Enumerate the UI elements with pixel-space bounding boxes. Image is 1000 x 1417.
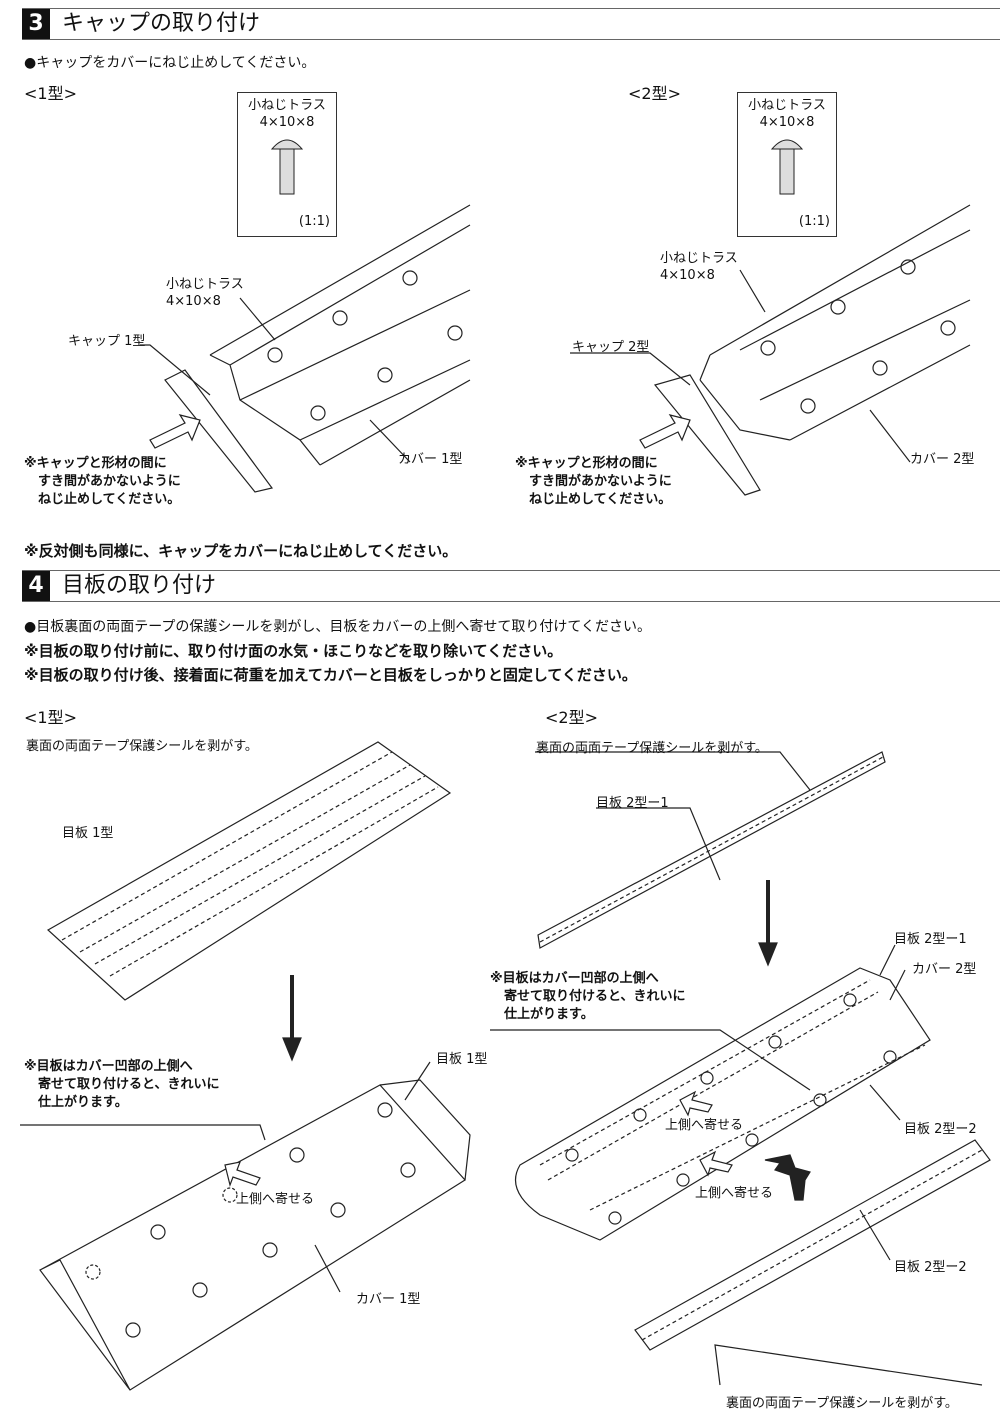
cover-label: カバー 1型	[398, 452, 463, 467]
note-1: ※目板の取り付け前に、取り付け面の水気・ほこりなどを取り除いてください。	[24, 642, 563, 660]
instruction: ●目板裏面の両面テープの保護シールを剥がし、目板をカバーの上側へ寄せて取り付けて…	[24, 619, 651, 635]
plate-label: 目板 2型ー2	[904, 1122, 977, 1137]
type2-heading: <2型>	[628, 84, 681, 103]
screw-icon	[770, 139, 804, 195]
section-number: 3	[22, 9, 50, 39]
plate-label: 目板 1型	[436, 1052, 488, 1067]
shift-label: 上側へ寄せる	[665, 1118, 744, 1133]
type2-heading: <2型>	[545, 708, 598, 727]
section-3-header: 3 キャップの取り付け	[22, 8, 1000, 40]
type1-heading: <1型>	[24, 84, 77, 103]
peel-label: 裏面の両面テープ保護シールを剥がす。	[26, 739, 258, 754]
plate-label: 目板 2型ー1	[894, 932, 967, 947]
peel-label: 裏面の両面テープ保護シールを剥がす。	[726, 1396, 958, 1411]
scale: (1:1)	[798, 214, 830, 229]
note-2: ※目板の取り付け後、接着面に荷重を加えてカバーと目板をしっかりと固定してください…	[24, 666, 637, 684]
upper-side-note: ※目板はカバー凹部の上側へ寄せて取り付けると、きれいに仕上がります。	[490, 971, 686, 1022]
screw-name: 小ねじトラス	[248, 98, 326, 113]
footer-note: ※反対側も同様に、キャップをカバーにねじ止めしてください。	[24, 542, 458, 560]
cover-label: カバー 1型	[356, 1292, 421, 1307]
screw-size: 4×10×8	[259, 115, 315, 130]
plate-label: 目板 2型ー2	[894, 1260, 967, 1275]
section-4-header: 4 目板の取り付け	[22, 570, 1000, 602]
type1-heading: <1型>	[24, 708, 77, 727]
gap-note: ※キャップと形材の間にすき間があかないようにねじ止めしてください。	[515, 456, 672, 507]
screw-icon	[270, 139, 304, 195]
upper-side-note: ※目板はカバー凹部の上側へ寄せて取り付けると、きれいに仕上がります。	[24, 1059, 220, 1110]
screw-name: 小ねじトラス	[748, 98, 826, 113]
scale: (1:1)	[298, 214, 330, 229]
screw-detail-box: 小ねじトラス 4×10×8 (1:1)	[237, 92, 337, 237]
cap-illustration	[140, 204, 971, 496]
cap-label: キャップ 2型	[572, 340, 650, 355]
screw-size: 4×10×8	[759, 115, 815, 130]
section-title: 目板の取り付け	[62, 573, 217, 598]
cover-label: カバー 2型	[910, 452, 975, 467]
cap-label: キャップ 1型	[68, 334, 146, 349]
shift-label: 上側へ寄せる	[236, 1192, 315, 1207]
plate-label: 目板 1型	[62, 826, 114, 841]
section-title: キャップの取り付け	[62, 11, 261, 36]
shift-label: 上側へ寄せる	[695, 1186, 774, 1201]
plate-label: 目板 2型ー1	[596, 796, 669, 811]
peel-label: 裏面の両面テープ保護シールを剥がす。	[536, 741, 768, 756]
screw-detail-box: 小ねじトラス 4×10×8 (1:1)	[737, 92, 837, 237]
instruction: ●キャップをカバーにねじ止めしてください。	[24, 55, 316, 71]
cover-label: カバー 2型	[912, 962, 977, 977]
gap-note: ※キャップと形材の間にすき間があかないようにねじ止めしてください。	[24, 456, 181, 507]
section-number: 4	[22, 571, 50, 601]
